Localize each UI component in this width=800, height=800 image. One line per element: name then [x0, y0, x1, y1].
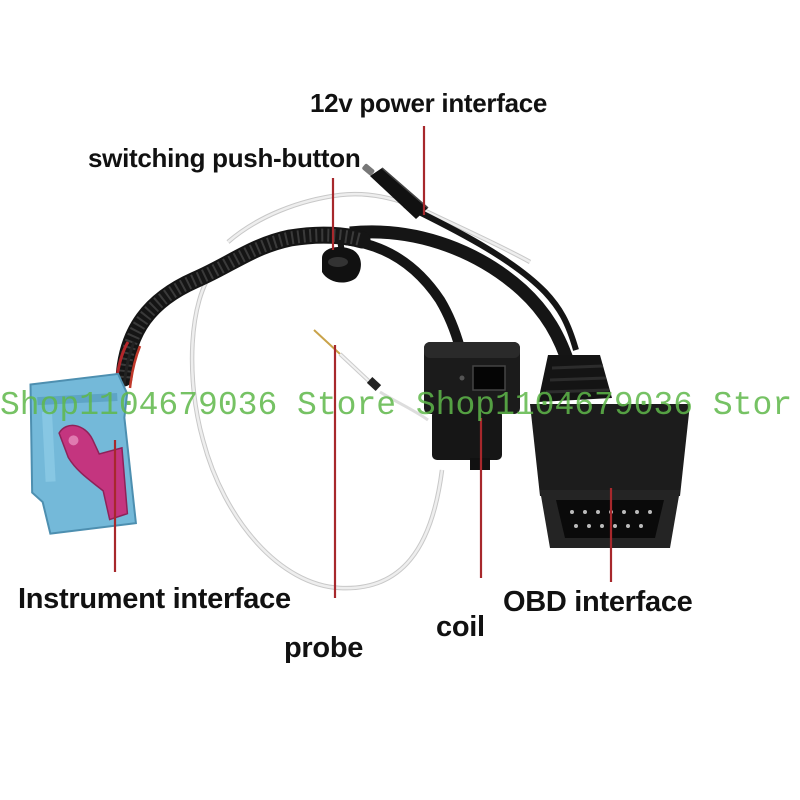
label-coil: coil	[436, 611, 485, 643]
label-probe: probe	[284, 632, 364, 664]
white-wire-loop	[189, 266, 445, 591]
instrument-connector	[29, 372, 138, 535]
white-wire-loop-core	[190, 267, 444, 590]
obd-cable	[349, 225, 577, 370]
braided-harness	[115, 226, 371, 387]
leader-lines	[113, 126, 613, 598]
white-wire-top	[226, 191, 532, 264]
label-obd-interface: OBD interface	[503, 586, 693, 618]
label-instrument-interface: Instrument interface	[18, 583, 291, 615]
connector-lever	[58, 424, 129, 521]
probe	[313, 329, 429, 422]
label-switching-push-button: switching push-button	[88, 143, 361, 173]
push-button	[322, 239, 361, 283]
coil-cable	[344, 235, 465, 350]
power-plug	[362, 163, 429, 219]
coil-box	[424, 342, 520, 470]
obd-connector	[530, 355, 690, 548]
store-watermark: Shop1104679036 Store Shop1104679036 Stor	[0, 387, 793, 424]
label-12v-power-interface: 12v power interface	[310, 88, 548, 118]
power-cable	[403, 202, 579, 351]
white-wire-top-core	[227, 192, 531, 264]
